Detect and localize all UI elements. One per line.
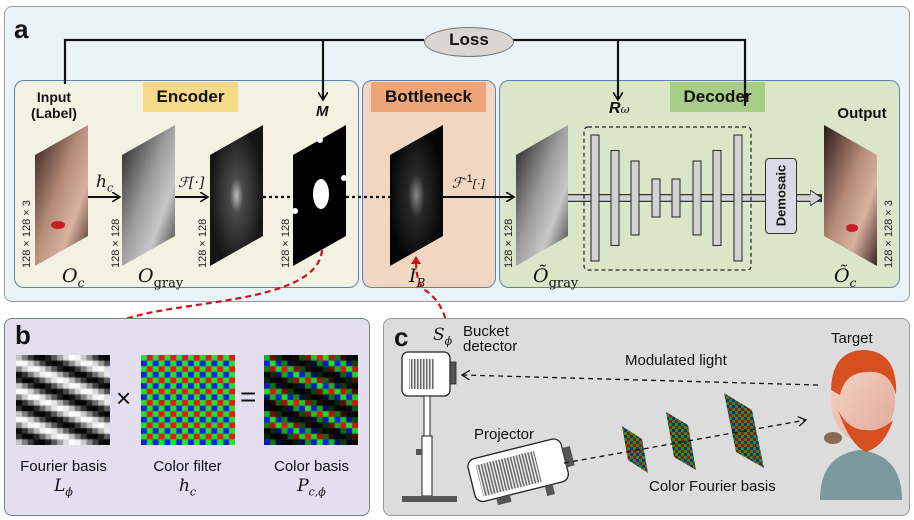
signal-symbol: S xyxy=(433,325,445,345)
caption-Oc-recon: Õc xyxy=(834,265,856,290)
color-basis-sub: c,ϕ xyxy=(308,485,326,499)
input-label: Input (Label) xyxy=(24,89,84,121)
reconstructed-gray-image xyxy=(516,125,568,266)
caption-IB-symbol: I xyxy=(409,265,417,287)
target-label: Target xyxy=(831,330,873,347)
network-layer-bar xyxy=(610,149,620,247)
hc-subscript: c xyxy=(106,181,114,195)
projector-label: Projector xyxy=(474,426,535,443)
bucket-detector-label: Bucket detector xyxy=(463,324,517,354)
input-loss-line xyxy=(63,38,424,84)
fourier-label: ℱ[·] xyxy=(178,175,205,191)
caption-IB-sub: B xyxy=(416,275,426,290)
color-filter-sub: c xyxy=(189,485,197,499)
fourier-basis-sub: ϕ xyxy=(65,485,73,499)
caption-Ogray: Ogray xyxy=(138,265,183,291)
color-filter-caption: Color filter xyxy=(153,458,222,475)
fourier-basis-caption: Fourier basis xyxy=(20,458,107,475)
output-label: Output xyxy=(837,105,887,122)
grayscale-image xyxy=(122,125,175,266)
color-basis-plane-2 xyxy=(666,412,696,470)
target-figurine xyxy=(820,350,902,500)
color-filter-letter: h xyxy=(178,476,190,496)
color-basis-image xyxy=(264,355,358,445)
fourier-basis-symbol: Lϕ xyxy=(6,476,121,498)
loss-label: Loss xyxy=(449,30,489,49)
caption-Ogray-recon-sub: gray xyxy=(548,275,579,291)
hc-symbol: h xyxy=(96,172,107,192)
input-color-image xyxy=(35,125,88,266)
network-layer-bar xyxy=(692,160,702,236)
network-dashed-box xyxy=(583,126,752,271)
caption-Oc: Oc xyxy=(62,265,84,290)
caption-Ogray-symbol: O xyxy=(138,265,154,287)
projection-light-path xyxy=(563,420,806,464)
output-loss-line xyxy=(513,38,747,106)
caption-Oc-sub: c xyxy=(77,275,85,290)
bucket-detector xyxy=(401,351,457,502)
inverse-tail: [·] xyxy=(472,177,485,191)
caption-Ogray-recon: Õgray xyxy=(533,265,578,291)
fourier-spectrum-image xyxy=(210,125,263,266)
network-layer-bar xyxy=(630,160,640,236)
input-label-line2: (Label) xyxy=(31,105,77,121)
reconstructed-color-image xyxy=(824,125,877,266)
mask-center-white xyxy=(313,179,329,209)
bucket-label-line1: Bucket xyxy=(463,323,509,340)
modulated-light-path xyxy=(462,375,819,386)
network-layer-bar xyxy=(671,178,681,218)
signal-sub: ϕ xyxy=(444,334,453,348)
decoder-title: Decoder xyxy=(670,82,765,112)
encoder-title: Encoder xyxy=(143,82,238,112)
hc-label: hc xyxy=(96,172,113,194)
panel-c-letter: c xyxy=(394,322,409,352)
color-filter-image xyxy=(141,355,235,445)
network-subscript: ω xyxy=(620,103,630,116)
color-basis-symbol: Pc,ϕ xyxy=(254,476,369,498)
bucket-label-line2: detector xyxy=(463,338,518,355)
caption-Ogray-recon-symbol: Õ xyxy=(533,265,549,287)
inverse-superscript: -1 xyxy=(463,173,473,185)
input-label-line1: Input xyxy=(36,89,72,105)
caption-Oc-symbol: O xyxy=(62,265,78,287)
caption-Oc-recon-symbol: Õ xyxy=(834,265,850,287)
signal-to-bottleneck-connector xyxy=(411,256,448,339)
times-symbol: × xyxy=(116,383,132,413)
caption-Ogray-sub: gray xyxy=(153,275,184,291)
network-layer-bar xyxy=(733,134,743,262)
color-filter-symbol: hc xyxy=(130,476,245,498)
equals-symbol: = xyxy=(240,381,257,412)
fourier-basis-letter: L xyxy=(54,476,66,496)
modulated-light-label: Modulated light xyxy=(625,352,727,369)
signal-label: Sϕ xyxy=(433,325,452,347)
panel-b-letter: b xyxy=(15,320,31,350)
lips-red xyxy=(51,221,65,229)
panel-a-letter: a xyxy=(14,14,29,44)
inverse-fourier-label: ℱ-1[·] xyxy=(452,173,485,192)
network-layer-bar xyxy=(590,134,600,262)
projector xyxy=(467,438,575,506)
demosaic-box xyxy=(765,158,797,234)
loss-node xyxy=(424,27,514,57)
caption-IB: IB xyxy=(409,265,425,290)
inverse-fourier-symbol: ℱ xyxy=(452,175,464,192)
color-basis-caption: Color basis xyxy=(273,458,350,475)
color-basis-plane-1 xyxy=(622,426,648,473)
network-layer-bar xyxy=(712,149,722,247)
mask-label: M xyxy=(316,103,329,120)
bottleneck-title: Bottleneck xyxy=(371,82,486,112)
color-fourier-basis-label: Color Fourier basis xyxy=(649,478,776,495)
color-basis-letter: P xyxy=(297,476,309,496)
network-layer-bar xyxy=(651,178,661,218)
network-label: Rω xyxy=(609,100,630,118)
network-symbol: R xyxy=(609,100,621,117)
bottleneck-image xyxy=(390,125,443,266)
caption-Oc-recon-sub: c xyxy=(849,275,857,290)
fourier-basis-image xyxy=(16,355,110,445)
